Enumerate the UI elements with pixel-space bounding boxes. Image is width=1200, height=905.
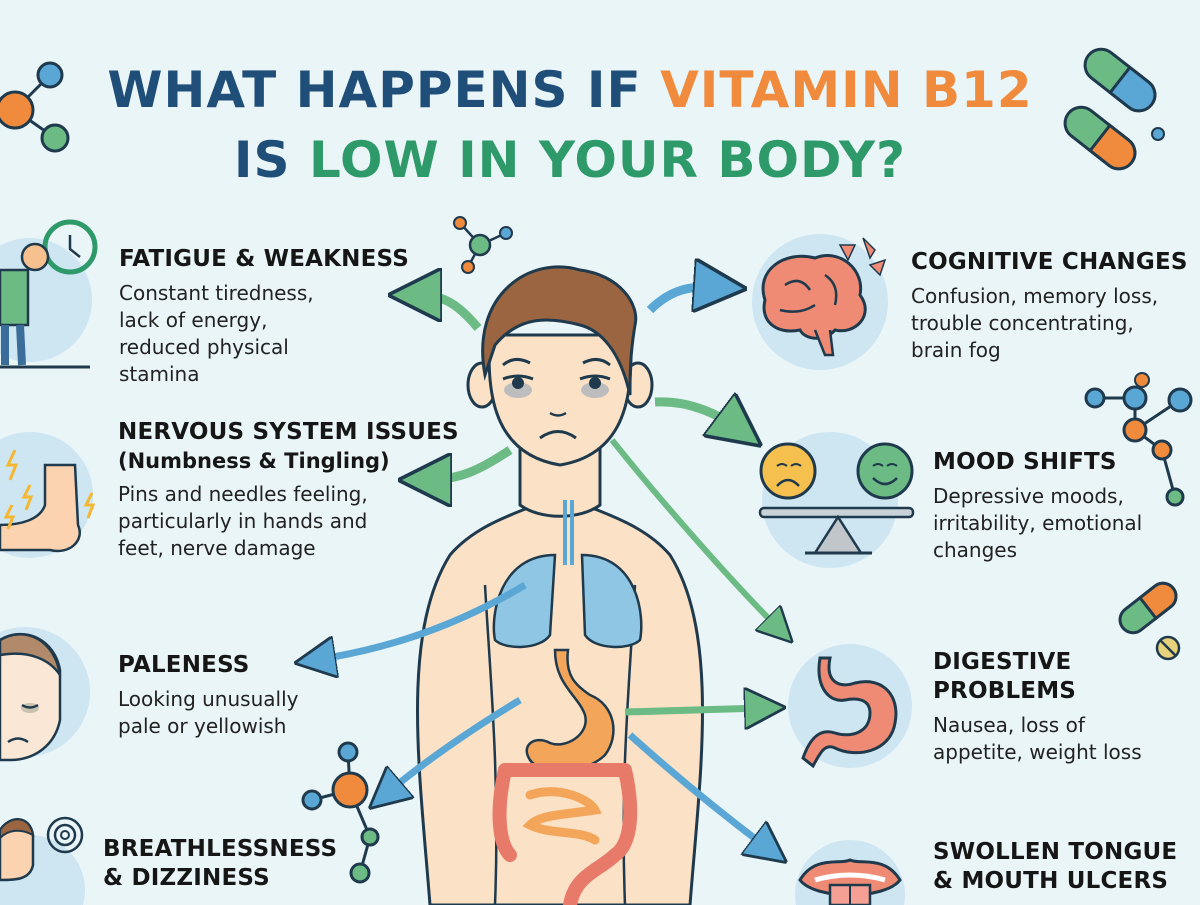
arrow-to-digestive-long <box>609 438 780 630</box>
symptom-description: Depressive moods, irritability, emotiona… <box>933 484 1143 562</box>
symptom-paleness: PALENESS Looking unusually pale or yello… <box>118 651 348 740</box>
mood-scale-icon <box>758 432 915 568</box>
brain-icon <box>752 234 888 370</box>
symptom-heading: NERVOUS SYSTEM ISSUES <box>118 419 459 445</box>
dizzy-person-icon <box>0 816 85 905</box>
symptom-breathlessness: BREATHLESSNESS & DIZZINESS <box>103 835 363 893</box>
symptom-mood: MOOD SHIFTS Depressive moods, irritabili… <box>933 448 1153 564</box>
molecule-icon-bottom-center <box>301 741 380 884</box>
symptom-subheading: (Numbness & Tingling) <box>118 449 390 473</box>
arrow-to-nerves <box>425 446 513 480</box>
molecule-icon-top-center <box>453 216 513 274</box>
symptom-description: Confusion, memory loss, trouble concentr… <box>911 284 1159 362</box>
tingling-feet-icon <box>0 432 96 558</box>
arrow-to-paleness <box>315 581 527 660</box>
arrow-to-digestive <box>624 708 765 712</box>
symptom-subheading: PROBLEMS <box>933 678 1077 704</box>
arrow-to-fatigue <box>415 295 482 331</box>
tired-person-clock-icon <box>0 219 98 369</box>
symptom-mouth: SWOLLEN TONGUE & MOUTH ULCERS <box>933 838 1193 896</box>
symptom-heading: PALENESS <box>118 652 250 678</box>
mouth-tongue-icon <box>795 840 905 905</box>
title-text-navy: WHAT HAPPENS IF <box>107 61 661 119</box>
molecule-icon-right <box>1084 372 1193 507</box>
title-text-orange: VITAMIN B12 <box>660 61 1033 119</box>
title-text-navy-2: IS <box>233 131 309 189</box>
arrow-to-mood <box>654 402 740 430</box>
symptom-heading: MOOD SHIFTS <box>933 449 1117 475</box>
title-text-green: LOW IN YOUR BODY? <box>308 131 907 189</box>
symptom-description: Pins and needles feeling, particularly i… <box>118 482 368 560</box>
symptom-subheading: & MOUTH ULCERS <box>933 868 1169 894</box>
symptom-heading: SWOLLEN TONGUE <box>933 839 1178 865</box>
arrow-to-breathlessness <box>385 696 522 795</box>
stomach-icon <box>788 644 912 769</box>
page-title-line-2: IS LOW IN YOUR BODY? <box>0 132 1140 188</box>
symptom-description: Nausea, loss of appetite, weight loss <box>933 713 1142 764</box>
symptom-heading: COGNITIVE CHANGES <box>911 249 1188 275</box>
symptom-heading: FATIGUE & WEAKNESS <box>119 246 410 272</box>
symptom-description: Constant tiredness, lack of energy, redu… <box>119 281 314 386</box>
symptom-fatigue: FATIGUE & WEAKNESS Constant tiredness, l… <box>119 245 439 388</box>
symptom-nervous-system: NERVOUS SYSTEM ISSUES (Numbness & Tingli… <box>118 418 468 562</box>
arrow-to-mouth <box>627 732 770 850</box>
page-title-line-1: WHAT HAPPENS IF VITAMIN B12 <box>0 62 1140 118</box>
symptom-subheading: & DIZZINESS <box>103 865 270 891</box>
symptom-cognitive: COGNITIVE CHANGES Confusion, memory loss… <box>911 248 1200 364</box>
symptom-description: Looking unusually pale or yellowish <box>118 687 299 738</box>
pills-icon-top-right <box>1063 47 1165 171</box>
symptom-heading: BREATHLESSNESS <box>103 836 338 862</box>
pill-icon-right <box>1118 581 1181 661</box>
arrow-to-cognitive <box>646 287 720 310</box>
symptom-heading: DIGESTIVE <box>933 649 1072 675</box>
molecule-icon-top-left <box>0 61 70 153</box>
symptom-digestive: DIGESTIVE PROBLEMS Nausea, loss of appet… <box>933 648 1173 766</box>
pale-face-icon <box>0 627 90 762</box>
